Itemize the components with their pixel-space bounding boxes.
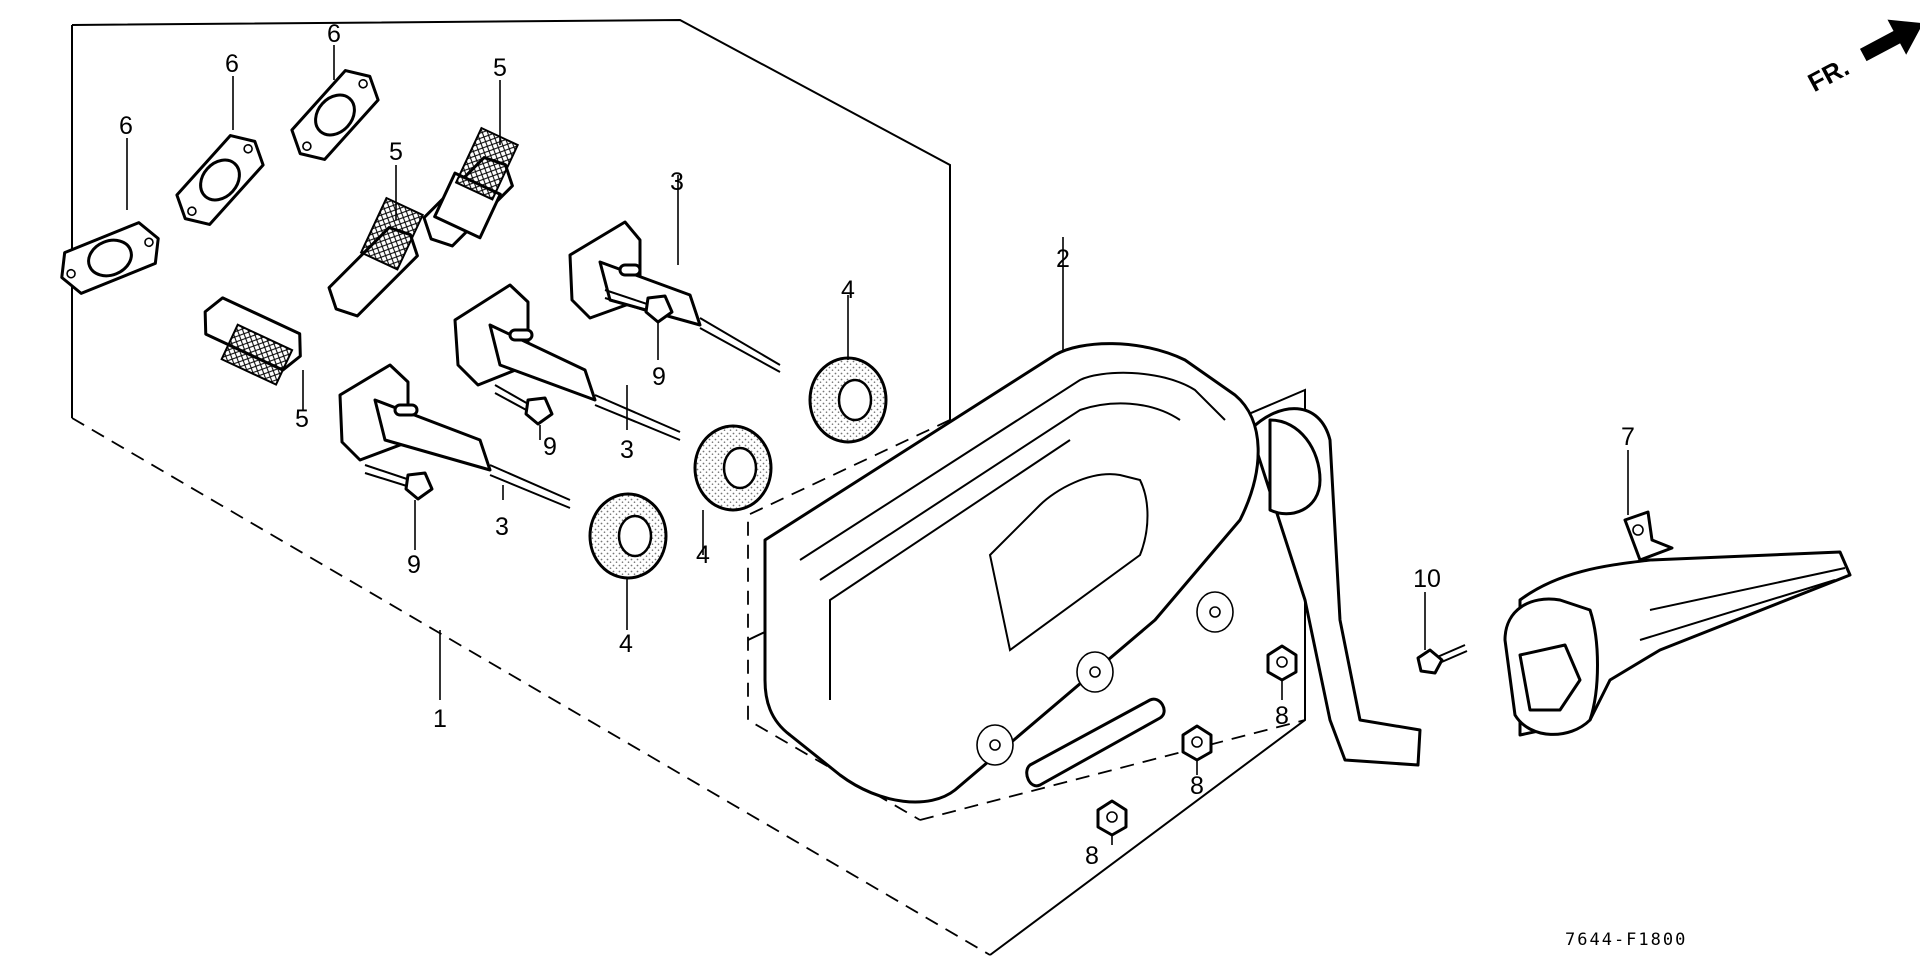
dashed-boundary [71, 417, 1306, 956]
label-5-back: 5 [493, 54, 507, 82]
bolt-9-middle [494, 384, 554, 426]
label-10: 10 [1413, 565, 1441, 593]
bracket-3-front [338, 363, 571, 509]
label-8-a: 8 [1275, 702, 1289, 730]
collar-5-front [203, 296, 302, 386]
front-arrow-icon [1859, 19, 1920, 62]
washer-4-back [808, 356, 888, 444]
leader-lines [126, 45, 1629, 845]
gasket-6-front [60, 221, 160, 295]
label-6-middle: 6 [225, 50, 239, 78]
washer-4-middle [693, 424, 773, 512]
label-9-front: 9 [407, 551, 421, 579]
deflector-7 [1503, 510, 1852, 737]
nut-8-a [1266, 644, 1298, 682]
bracket-3-back [568, 220, 781, 373]
front-direction-label: FR. [1803, 52, 1854, 98]
gasket-6-middle [175, 134, 265, 226]
muffler-2 [763, 342, 1422, 804]
label-1: 1 [433, 705, 447, 733]
label-6-front: 6 [119, 112, 133, 140]
label-3-back: 3 [670, 168, 684, 196]
label-8-c: 8 [1085, 842, 1099, 870]
washer-4-front [588, 492, 668, 580]
label-6-back: 6 [327, 20, 341, 48]
label-9-back: 9 [652, 363, 666, 391]
label-4-middle: 4 [696, 541, 710, 569]
label-7: 7 [1621, 423, 1635, 451]
label-8-b: 8 [1190, 772, 1204, 800]
nut-8-b [1181, 724, 1213, 762]
bolt-9-front [364, 464, 434, 501]
bracket-3-middle [453, 283, 681, 441]
screw-10 [1416, 644, 1468, 675]
collar-5-back [422, 126, 520, 248]
label-4-front: 4 [619, 630, 633, 658]
nut-8-c [1096, 799, 1128, 837]
drawing-code: 7644-F1800 [1565, 930, 1687, 950]
part-labels: 6 6 6 5 5 5 3 3 3 4 4 4 2 1 9 9 9 8 8 8 … [119, 20, 1635, 870]
label-3-front: 3 [495, 513, 509, 541]
label-3-middle: 3 [620, 436, 634, 464]
collar-5-middle [327, 196, 425, 318]
label-2: 2 [1056, 245, 1070, 273]
front-direction-indicator: FR. [1803, 19, 1920, 98]
label-4-back: 4 [841, 276, 855, 304]
bolt-9-back [604, 289, 674, 324]
gasket-6-back [290, 69, 380, 161]
label-9-middle: 9 [543, 433, 557, 461]
label-5-front: 5 [295, 405, 309, 433]
label-5-middle: 5 [389, 138, 403, 166]
